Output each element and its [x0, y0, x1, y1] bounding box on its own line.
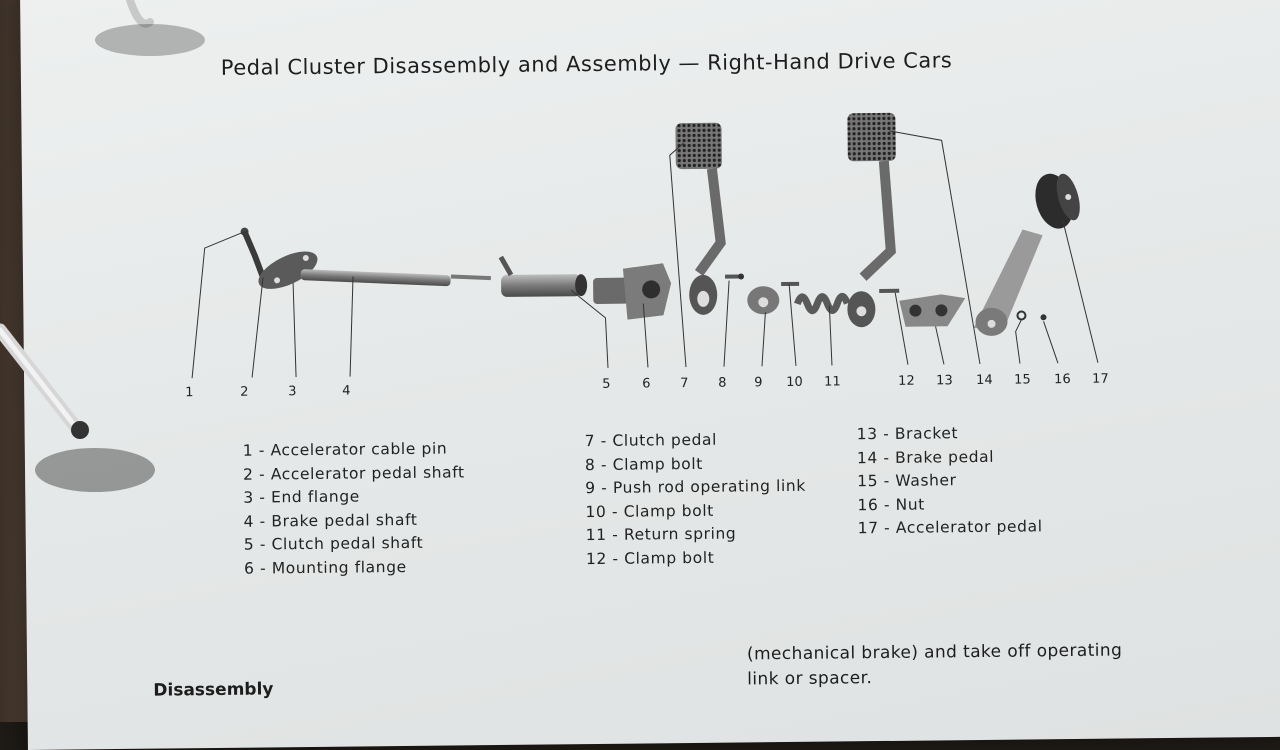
clutch-pedal-part	[675, 122, 726, 315]
callout-12: 12	[898, 374, 915, 389]
body-line: (mechanical brake) and take off operatin…	[746, 640, 1123, 665]
return-spring-part	[794, 292, 851, 315]
callout-11: 11	[824, 374, 841, 389]
legend-column-1: 1 - Accelerator cable pin 2 - Accelerato…	[243, 437, 466, 580]
legend-item: 3 - End flange	[243, 487, 360, 507]
bracket-part	[899, 294, 966, 327]
callout-10: 10	[786, 375, 803, 390]
callout-8: 8	[718, 376, 726, 391]
accelerator-pedal-part	[973, 173, 1080, 336]
binder-rings	[0, 0, 205, 492]
push-rod-link-part	[747, 286, 780, 315]
legend-item: 6 - Mounting flange	[243, 557, 407, 578]
legend-item: 2 - Accelerator pedal shaft	[242, 462, 465, 484]
callout-5: 5	[602, 377, 610, 392]
legend-item: 4 - Brake pedal shaft	[243, 510, 418, 531]
callout-9: 9	[754, 375, 762, 390]
callout-3: 3	[288, 384, 296, 399]
legend-item: 15 - Washer	[857, 471, 957, 491]
leader-lines	[191, 130, 1099, 379]
legend-item: 8 - Clamp bolt	[584, 454, 704, 474]
callout-numbers: 1 2 3 4 5 6 7 8 9 10 11 12 13 14 15 16 1…	[185, 372, 1109, 401]
legend-item: 17 - Accelerator pedal	[857, 517, 1043, 538]
legend-item: 13 - Bracket	[856, 424, 959, 444]
brake-pedal-shaft-part	[300, 269, 491, 287]
legend-item: 10 - Clamp bolt	[585, 501, 714, 521]
legend-item: 5 - Clutch pedal shaft	[243, 533, 424, 554]
legend-item: 11 - Return spring	[585, 524, 737, 545]
end-flange-part	[258, 251, 318, 289]
callout-15: 15	[1014, 372, 1031, 387]
legend-item: 9 - Push rod operating link	[585, 476, 806, 498]
brake-pedal-part	[847, 112, 896, 281]
callout-2: 2	[240, 385, 248, 400]
callout-14: 14	[976, 373, 993, 388]
body-line: link or spacer.	[747, 668, 873, 690]
legend-item: 12 - Clamp bolt	[585, 548, 715, 568]
exploded-diagram: 1 2 3 4 5 6 7 8 9 10 11 12 13 14 15 16 1…	[185, 112, 1109, 401]
callout-13: 13	[936, 373, 953, 388]
washer-nut-part	[1016, 310, 1047, 321]
callout-16: 16	[1054, 372, 1071, 387]
legend-column-3: 13 - Bracket 14 - Brake pedal 15 - Washe…	[857, 421, 1043, 540]
callout-17: 17	[1092, 372, 1109, 387]
clamp-bolt-3-part	[847, 288, 900, 328]
legend-item: 1 - Accelerator cable pin	[242, 439, 448, 460]
callout-1: 1	[185, 385, 193, 400]
mounting-flange-part	[593, 263, 672, 320]
legend-item: 14 - Brake pedal	[856, 447, 995, 467]
clamp-bolt-2-part	[781, 281, 800, 287]
clamp-bolt-part	[725, 273, 745, 280]
callout-4: 4	[342, 384, 350, 399]
section-body: (mechanical brake) and take off operatin…	[747, 638, 1187, 693]
manual-page: Pedal Cluster Disassembly and Assembly —…	[20, 0, 1280, 750]
legend-item: 16 - Nut	[857, 495, 925, 514]
accelerator-pedal-shaft-part	[240, 227, 266, 279]
callout-6: 6	[642, 376, 650, 391]
legend-item: 7 - Clutch pedal	[584, 430, 718, 451]
callout-7: 7	[680, 376, 688, 391]
clutch-pedal-shaft-part	[498, 255, 588, 297]
legend-column-2: 7 - Clutch pedal 8 - Clamp bolt 9 - Push…	[585, 428, 807, 571]
